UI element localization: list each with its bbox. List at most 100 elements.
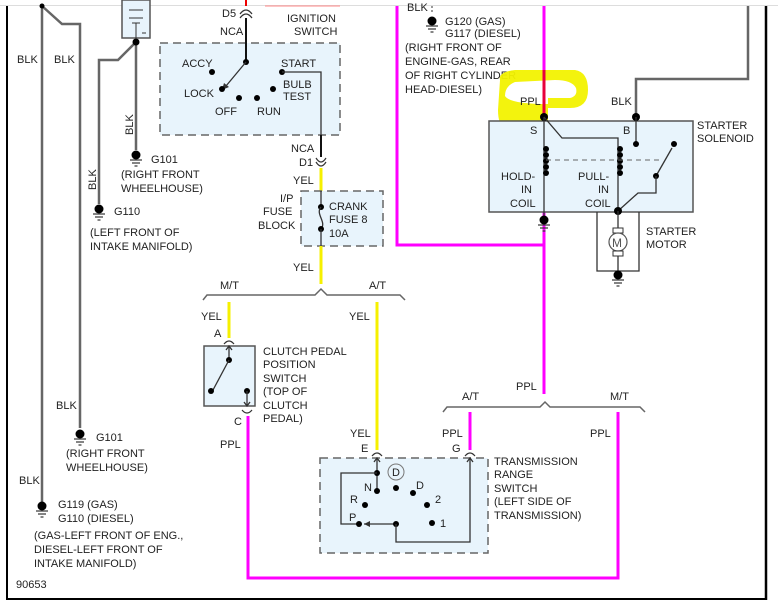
wire-label-blk-3: BLK bbox=[56, 400, 77, 412]
wire-label-yel-3: YEL bbox=[201, 311, 222, 323]
ground-g110-loc2: INTAKE MANIFOLD) bbox=[90, 241, 192, 253]
ground-g101-bottom-icon bbox=[73, 428, 87, 446]
connector-c-label: C bbox=[234, 416, 242, 428]
connector-a-label: A bbox=[214, 328, 222, 340]
starter-motor-label-1: STARTER bbox=[646, 226, 696, 238]
pull-in-label-2: IN bbox=[598, 184, 609, 196]
connector-e-label: E bbox=[361, 443, 368, 455]
hold-in-label-3: COIL bbox=[510, 198, 536, 210]
trs-label-1: TRANSMISSION bbox=[494, 456, 578, 468]
solenoid-title-2: SOLENOID bbox=[697, 133, 754, 145]
ignition-pos-off: OFF bbox=[215, 106, 237, 118]
ground-g120-id2: G117 (DIESEL) bbox=[445, 28, 521, 40]
branch-label-mt-2: M/T bbox=[610, 391, 629, 403]
clutch-switch-label-2: POSITION bbox=[263, 359, 316, 371]
clutch-switch-label-3: SWITCH bbox=[263, 373, 306, 385]
trs-label-4: (LEFT SIDE OF bbox=[494, 496, 572, 508]
trs-label-2: RANGE bbox=[494, 469, 533, 481]
ground-g101-top-icon bbox=[129, 149, 143, 167]
starter-motor-symbol: M bbox=[612, 236, 622, 250]
clutch-switch-label-5: CLUTCH bbox=[263, 400, 308, 412]
wire-label-ppl-at: PPL bbox=[442, 428, 463, 440]
ground-g120-loc4: HEAD-DIESEL) bbox=[405, 84, 482, 96]
ground-g120-loc2: ENGINE-GAS, REAR bbox=[405, 56, 511, 68]
wire-label-nca-top: NCA bbox=[220, 26, 244, 38]
ignition-switch-title-1: IGNITION bbox=[287, 13, 336, 25]
pull-in-label-1: PULL- bbox=[578, 171, 610, 183]
branch-brace-top bbox=[202, 287, 406, 301]
ground-g101-top-loc1: (RIGHT FRONT bbox=[121, 169, 200, 181]
ground-g120-id1: G120 (GAS) bbox=[445, 16, 506, 28]
wire-blk-g110 bbox=[97, 41, 137, 204]
left-ground-wires bbox=[39, 3, 82, 505]
pull-in-coil-icon bbox=[617, 146, 623, 176]
clutch-switch-label-6: PEDAL) bbox=[263, 413, 303, 425]
clutch-switch-label-1: CLUTCH PEDAL bbox=[263, 346, 347, 358]
ground-g119-loc2: DIESEL-LEFT FRONT OF bbox=[34, 544, 163, 556]
fuse-label-3: 10A bbox=[329, 228, 349, 240]
ground-g101-top-id: G101 bbox=[151, 154, 178, 166]
wire-label-yel-2: YEL bbox=[293, 262, 314, 274]
drive-indicator-circle-icon bbox=[387, 463, 405, 481]
ignition-switch-title-2: SWITCH bbox=[294, 26, 337, 38]
wire-label-blk-b: BLK bbox=[611, 96, 632, 108]
wire-label-blk-4: BLK bbox=[19, 475, 40, 487]
connector-d5-icon bbox=[239, 9, 253, 15]
wire-blk-b-terminal bbox=[634, 6, 750, 117]
connector-d1-icon bbox=[315, 157, 327, 163]
hold-in-label-1: HOLD- bbox=[501, 171, 536, 183]
ground-g119-icon bbox=[35, 500, 49, 518]
connector-d1-label: D1 bbox=[299, 157, 313, 169]
ground-g120-loc1: (RIGHT FRONT OF bbox=[405, 42, 502, 54]
connector-g-icon bbox=[464, 452, 476, 457]
wire-label-blk-g120: BLK bbox=[407, 2, 428, 14]
fuse-block-label-2: FUSE bbox=[263, 206, 292, 218]
fuse-block-box bbox=[300, 190, 384, 247]
wire-label-blk-2: BLK bbox=[54, 54, 75, 66]
trs-label-5: TRANSMISSION) bbox=[494, 510, 581, 522]
ground-starter-motor-icon bbox=[611, 269, 625, 287]
ground-g101-top-loc2: WHEELHOUSE) bbox=[121, 183, 203, 195]
connector-a-icon bbox=[223, 340, 235, 345]
connector-c-icon bbox=[241, 409, 253, 414]
clutch-switch-label-4: (TOP OF bbox=[263, 386, 307, 398]
ground-g110-icon bbox=[92, 203, 106, 221]
ground-g119-id1: G119 (GAS) bbox=[58, 499, 118, 511]
trs-pos-r: R bbox=[350, 494, 358, 506]
trs-pos-n: N bbox=[364, 482, 372, 494]
fuse-block-label-3: BLOCK bbox=[258, 220, 296, 232]
wire-label-nca-bottom: NCA bbox=[291, 143, 315, 155]
trs-pos-1: 1 bbox=[440, 518, 446, 530]
ignition-pos-start: START bbox=[281, 58, 316, 70]
branch-label-mt-1: M/T bbox=[220, 280, 239, 292]
wire-label-blk-vert-2: BLK bbox=[87, 169, 99, 190]
hold-in-coil-icon bbox=[543, 146, 549, 176]
connector-e-icon bbox=[371, 452, 383, 457]
wire-ppl-left-loop bbox=[395, 6, 544, 247]
trs-pos-d: D bbox=[416, 480, 424, 492]
ignition-pos-test: TEST bbox=[283, 91, 311, 103]
solenoid-title-1: STARTER bbox=[697, 120, 747, 132]
highlight-marker bbox=[498, 70, 588, 130]
ignition-pos-bulb: BULB bbox=[283, 79, 312, 91]
ignition-pos-accy: ACCY bbox=[182, 58, 213, 70]
wire-ppl-bottom-loop bbox=[246, 412, 620, 580]
ignition-pos-lock: LOCK bbox=[184, 88, 215, 100]
trs-pos-2: 2 bbox=[435, 494, 441, 506]
starter-motor-label-2: MOTOR bbox=[646, 239, 687, 251]
branch-brace-bottom bbox=[442, 400, 646, 413]
connector-g-label: G bbox=[452, 443, 461, 455]
fuse-block-label-1: I/P bbox=[280, 193, 293, 205]
trs-label-3: SWITCH bbox=[494, 483, 537, 495]
fuse-label-1: CRANK bbox=[329, 201, 368, 213]
hold-in-label-2: IN bbox=[521, 184, 532, 196]
starter-solenoid-box bbox=[488, 120, 694, 213]
wire-label-yel-5: YEL bbox=[350, 428, 371, 440]
ground-g110-loc1: (LEFT FRONT OF bbox=[90, 227, 180, 239]
ground-g119-loc1: (GAS-LEFT FRONT OF ENG., bbox=[34, 530, 183, 542]
branch-label-at-2: A/T bbox=[462, 391, 479, 403]
wire-label-blk-vert-1: BLK bbox=[124, 114, 136, 135]
figure-number: 90653 bbox=[16, 579, 47, 591]
ignition-pos-run: RUN bbox=[257, 106, 281, 118]
